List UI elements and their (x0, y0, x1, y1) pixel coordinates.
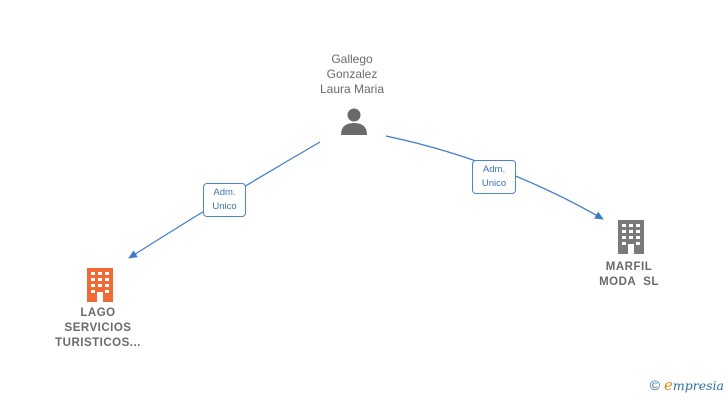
person-name-line-1: Gallego (331, 52, 373, 66)
company-marfil-line-2: MODA SL (599, 276, 659, 288)
edge-label-to-marfil: Adm. Unico (472, 160, 516, 194)
edge-label-role-detail: Unico (481, 178, 507, 189)
company-lago-label[interactable]: LAGO SERVICIOS TURISTICOS... (38, 306, 158, 351)
company-lago-line-1: LAGO (80, 307, 116, 319)
brand-logo-initial: e (664, 376, 673, 394)
person-name-line-3: Laura Maria (319, 82, 385, 96)
company-lago-line-3: TURISTICOS... (55, 337, 141, 349)
person-icon[interactable] (339, 106, 369, 136)
person-node-label[interactable]: Gallego Gonzalez Laura Maria (302, 52, 402, 97)
brand-logo[interactable]: empresia (664, 376, 724, 394)
company-lago-line-2: SERVICIOS (64, 322, 132, 334)
company-marfil-line-1: MARFIL (605, 261, 653, 273)
copyright-icon: © (649, 377, 661, 393)
edge-label-to-lago: Adm. Unico (203, 183, 246, 217)
company-marfil-label[interactable]: MARFIL MODA SL (579, 260, 679, 290)
edge-label-role: Adm. (482, 164, 506, 175)
person-name-line-2: Gonzalez (326, 67, 378, 81)
edge-label-role: Adm. (213, 187, 236, 198)
brand-logo-text: mpresia (672, 378, 724, 393)
edge-label-role-detail: Unico (212, 201, 237, 212)
building-icon[interactable] (617, 220, 645, 254)
footer-brand: © empresia (650, 376, 724, 394)
building-icon[interactable] (86, 268, 114, 302)
